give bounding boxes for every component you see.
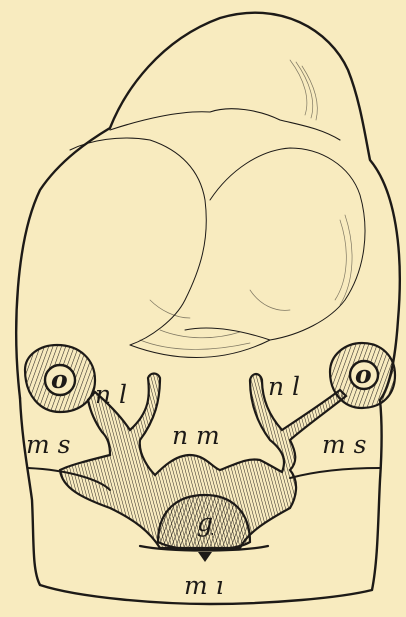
right-maxillary-label: m s — [322, 432, 366, 457]
left-nasolateral-label: n l — [95, 382, 127, 407]
right-eye-label: o — [355, 362, 372, 387]
brain-contour-left — [70, 138, 206, 345]
brain-contour-right — [210, 148, 365, 340]
left-eye-label: o — [51, 367, 68, 392]
left-maxillary-label: m s — [26, 432, 70, 457]
vesicle-shading — [140, 60, 352, 349]
mandible-label: m ı — [184, 573, 224, 598]
median-region-label: g — [197, 510, 213, 535]
nasomedial-label: n m — [172, 423, 220, 448]
mouth-notch — [198, 552, 212, 562]
mandible-arch-right — [290, 468, 380, 478]
right-nasolateral-label: n l — [268, 374, 300, 399]
head-outline — [16, 13, 400, 400]
brain-contour-lower — [130, 328, 270, 357]
